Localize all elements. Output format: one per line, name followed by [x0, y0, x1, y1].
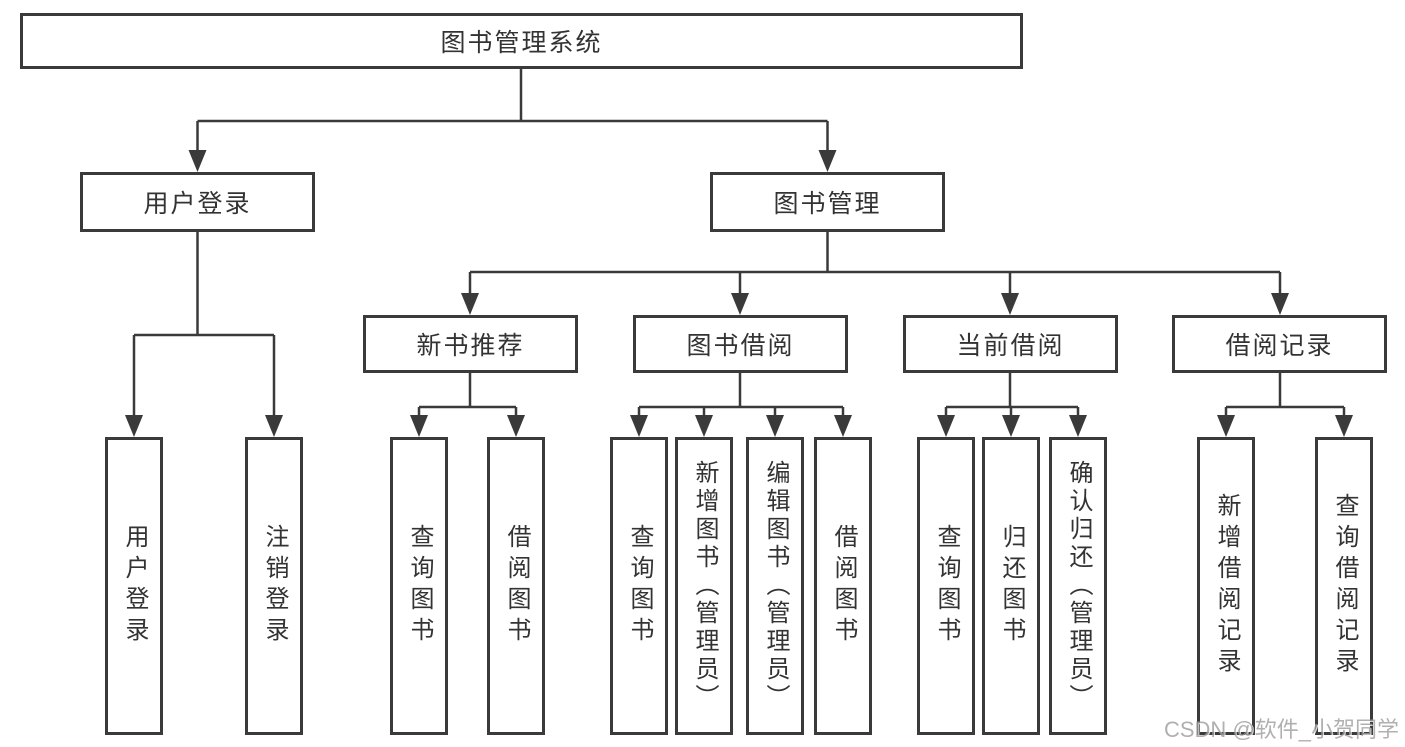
- leaf-recommend-borrow-books: 借阅图书: [487, 437, 545, 735]
- leaf-logout: 注销登录: [245, 437, 303, 735]
- leaf-recommend-query-books: 查询图书: [390, 437, 448, 735]
- connector-borrow-to-leaves: [637, 373, 845, 423]
- arrowhead: [1217, 415, 1235, 437]
- arrowhead: [188, 150, 207, 172]
- arrowhead: [1002, 415, 1020, 437]
- arrowhead: [1271, 293, 1289, 315]
- node-borrow-records: 借阅记录: [1172, 315, 1387, 373]
- arrowhead: [461, 293, 479, 315]
- leaf-current-query-books: 查询图书: [917, 437, 975, 735]
- node-label: 借阅记录: [1225, 332, 1334, 360]
- node-label: 新书推荐: [416, 332, 525, 360]
- node-label: 用户登录: [143, 190, 252, 218]
- connector-management-to-sections: [468, 232, 1282, 301]
- leaf-borrow-add-books-admin: 新增图书（管理员）: [675, 437, 733, 735]
- node-label: 借阅图书: [830, 524, 857, 648]
- arrowhead: [818, 150, 837, 172]
- node-current-borrow: 当前借阅: [903, 315, 1118, 373]
- node-label: 查询借阅记录: [1331, 493, 1358, 679]
- node-label: 图书管理: [773, 190, 882, 218]
- node-label: 编辑图书（管理员）: [762, 460, 789, 712]
- connector-root-to-branches: [196, 69, 829, 158]
- node-label: 确认归还（管理员）: [1065, 460, 1092, 712]
- node-label: 注销登录: [261, 524, 288, 648]
- arrowhead: [265, 415, 283, 437]
- node-label: 查询图书: [406, 524, 433, 648]
- connector-login-to-leaves: [132, 232, 276, 423]
- leaf-borrow-borrow-books: 借阅图书: [814, 437, 872, 735]
- node-new-book-recommend: 新书推荐: [363, 315, 578, 373]
- leaf-current-return-books: 归还图书: [982, 437, 1040, 735]
- node-label: 新增图书（管理员）: [691, 460, 718, 712]
- leaf-current-confirm-return-admin: 确认归还（管理员）: [1049, 437, 1107, 735]
- node-label: 用户登录: [121, 524, 148, 648]
- leaf-borrow-edit-books-admin: 编辑图书（管理员）: [746, 437, 804, 735]
- arrowhead: [937, 415, 955, 437]
- node-label: 图书借阅: [686, 332, 795, 360]
- node-book-borrow: 图书借阅: [633, 315, 848, 373]
- node-label: 借阅图书: [503, 524, 530, 648]
- arrowhead: [630, 415, 648, 437]
- arrowhead: [410, 415, 428, 437]
- leaf-records-add-record: 新增借阅记录: [1197, 437, 1255, 735]
- arrowhead: [507, 415, 525, 437]
- node-user-login: 用户登录: [80, 172, 315, 232]
- node-label: 新增借阅记录: [1213, 493, 1240, 679]
- node-book-management: 图书管理: [710, 172, 945, 232]
- arrowhead: [1069, 415, 1087, 437]
- leaf-records-query-record: 查询借阅记录: [1315, 437, 1373, 735]
- arrowhead: [834, 415, 852, 437]
- arrowhead: [1335, 415, 1353, 437]
- connector-current-to-leaves: [944, 373, 1080, 423]
- arrowhead: [731, 293, 749, 315]
- node-label: 查询图书: [933, 524, 960, 648]
- connector-recommend-to-leaves: [417, 373, 518, 423]
- watermark: CSDN @软件_小贺同学: [1163, 717, 1399, 742]
- arrowhead: [125, 415, 143, 437]
- node-root: 图书管理系统: [20, 13, 1023, 69]
- arrowhead: [1001, 293, 1019, 315]
- leaf-borrow-query-books: 查询图书: [610, 437, 668, 735]
- connector-records-to-leaves: [1224, 373, 1346, 423]
- leaf-user-login: 用户登录: [105, 437, 163, 735]
- node-label: 图书管理系统: [440, 29, 603, 57]
- node-label: 当前借阅: [956, 332, 1065, 360]
- arrowhead: [766, 415, 784, 437]
- node-label: 归还图书: [998, 524, 1025, 648]
- node-label: 查询图书: [626, 524, 653, 648]
- arrowhead: [695, 415, 713, 437]
